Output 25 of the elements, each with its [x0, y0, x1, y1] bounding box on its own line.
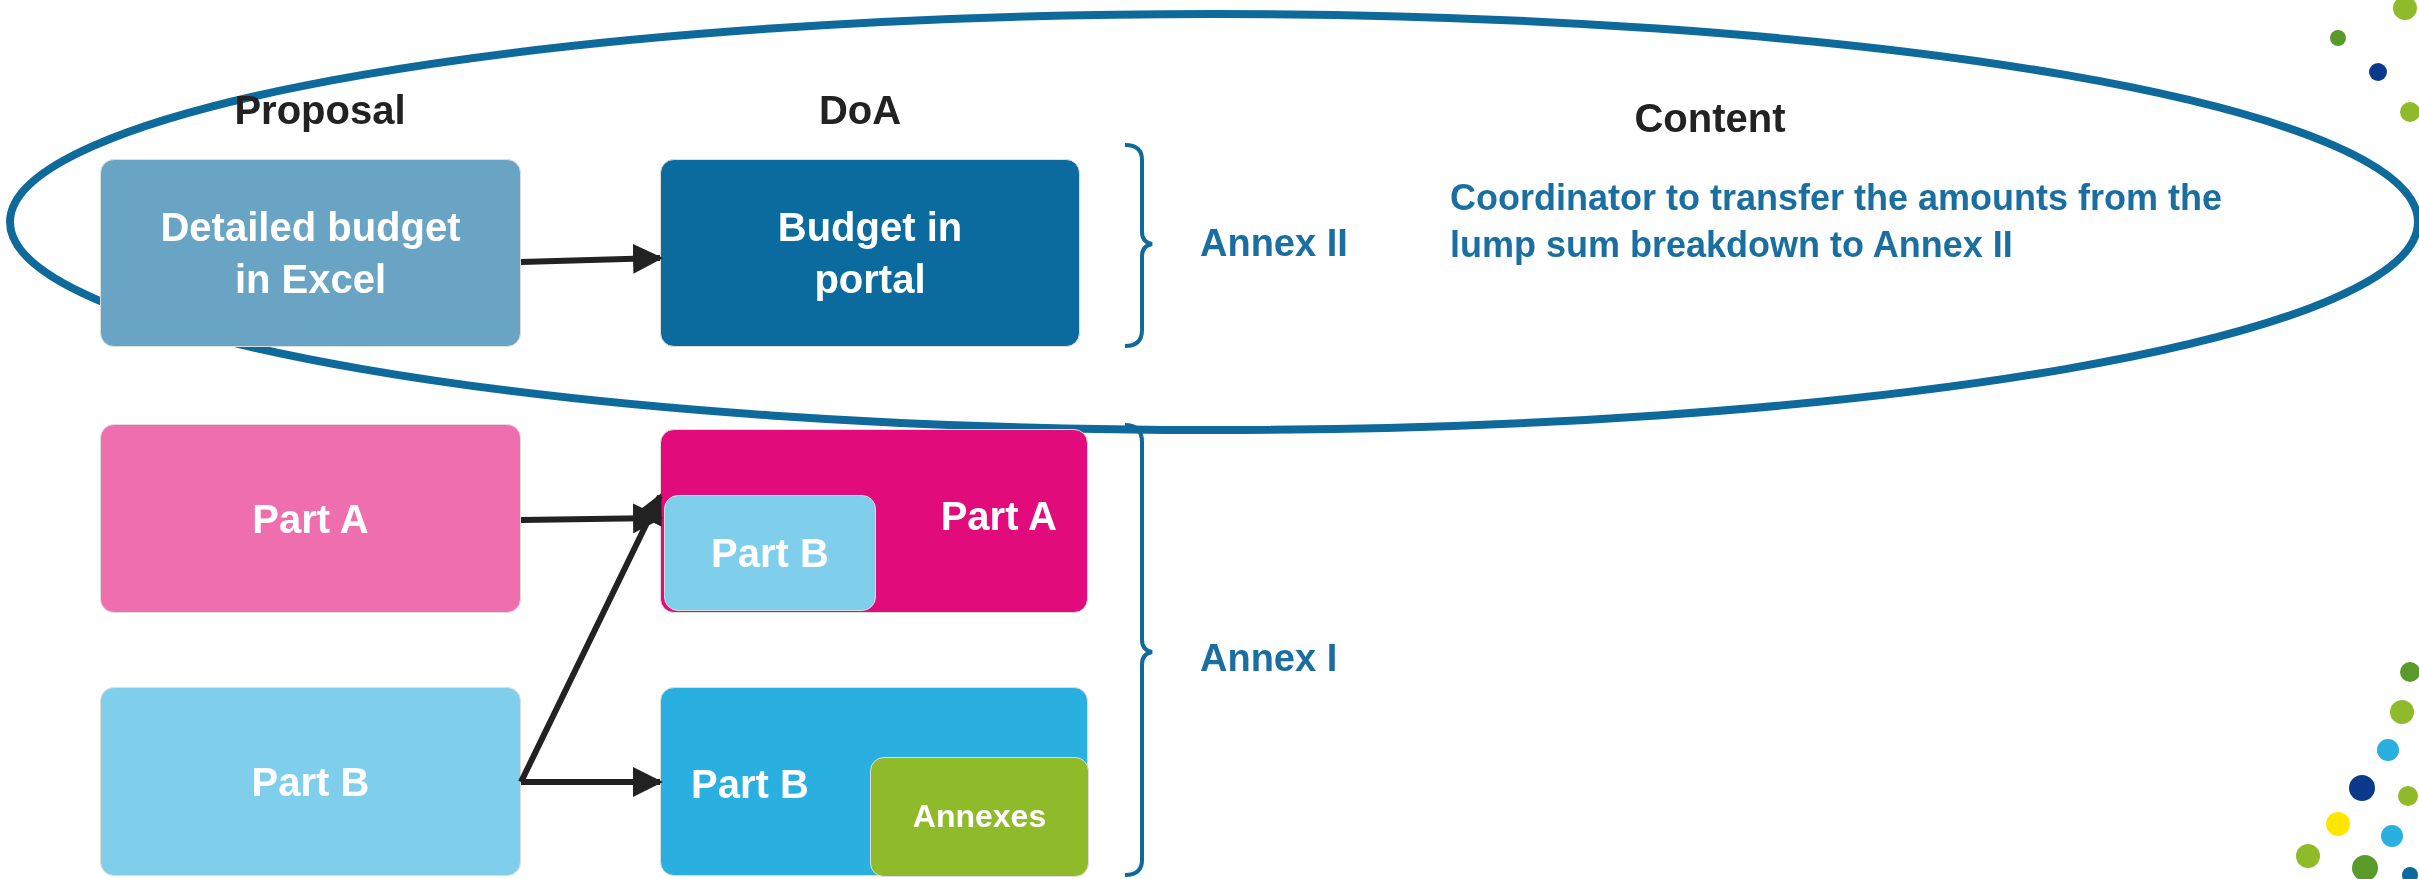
rounded-box: [664, 495, 876, 611]
rounded-box: [660, 687, 1088, 876]
box-label: Part B: [691, 761, 809, 808]
text-label: Annex I: [1200, 636, 1339, 681]
rounded-box: [100, 424, 521, 613]
rounded-box: [660, 429, 1088, 613]
box-label: Part A: [940, 493, 1057, 540]
text-label: Annex II: [1200, 221, 1349, 266]
arrow: [521, 767, 663, 797]
rounded-box: [100, 159, 521, 347]
box-label: Detailed budget in Excel: [159, 204, 462, 303]
text-label: Content: [1633, 95, 1787, 142]
arrow: [520, 243, 663, 274]
text-label: Coordinator to transfer the amounts from the lump sum breakdown to Annex II: [1450, 176, 2224, 267]
rounded-box: [870, 757, 1089, 877]
box-label: Part B: [711, 530, 829, 577]
box-label: Part B: [251, 758, 370, 806]
text-label: DoA: [817, 87, 903, 134]
box-label: Part A: [252, 495, 369, 543]
arrow: [518, 493, 663, 784]
box-label: Annexes: [912, 797, 1047, 837]
box-label: Budget in portal: [776, 204, 964, 303]
text-label: Proposal: [233, 87, 407, 134]
rounded-box: [660, 159, 1080, 347]
rounded-box: [100, 687, 521, 876]
